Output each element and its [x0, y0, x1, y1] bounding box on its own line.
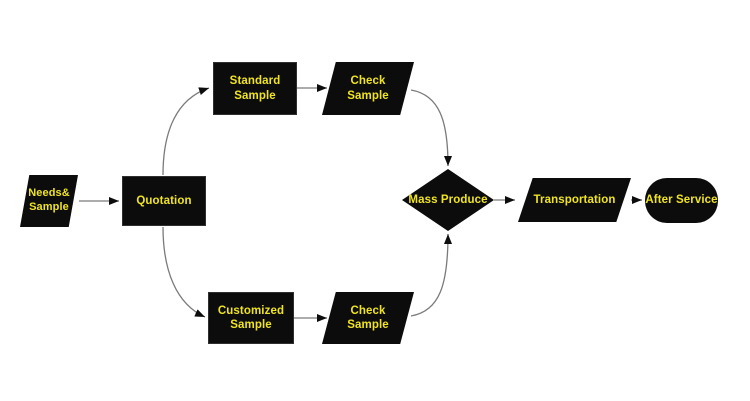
- arrow-check-top-to-diamond: [410, 89, 452, 167]
- quotation-label: Quotation: [136, 194, 192, 207]
- node-after-service: After Service: [645, 178, 718, 223]
- check-sample-bottom-label: Check Sample: [347, 304, 389, 331]
- node-check-sample-top: Check Sample: [322, 62, 414, 115]
- node-check-sample-bottom: Check Sample: [322, 292, 414, 344]
- customized-sample-label: Customized Sample: [217, 304, 285, 331]
- mass-produce-label: Mass Produce: [408, 193, 488, 206]
- transportation-label: Transportation: [533, 193, 616, 206]
- standard-sample-label: Standard Sample: [229, 75, 281, 102]
- arrow-quotation-to-standard: [162, 87, 210, 176]
- after-service-label: After Service: [645, 194, 718, 207]
- check-sample-top-label: Check Sample: [347, 75, 389, 102]
- node-needs-sample: Needs& Sample: [20, 175, 78, 227]
- node-standard-sample: Standard Sample: [213, 62, 297, 115]
- arrow-check-bottom-to-diamond: [410, 233, 452, 317]
- needs-sample-label: Needs& Sample: [28, 187, 70, 213]
- node-transportation: Transportation: [518, 178, 631, 222]
- arrow-quotation-to-customized: [162, 226, 206, 318]
- node-customized-sample: Customized Sample: [208, 292, 294, 344]
- node-quotation: Quotation: [122, 176, 206, 226]
